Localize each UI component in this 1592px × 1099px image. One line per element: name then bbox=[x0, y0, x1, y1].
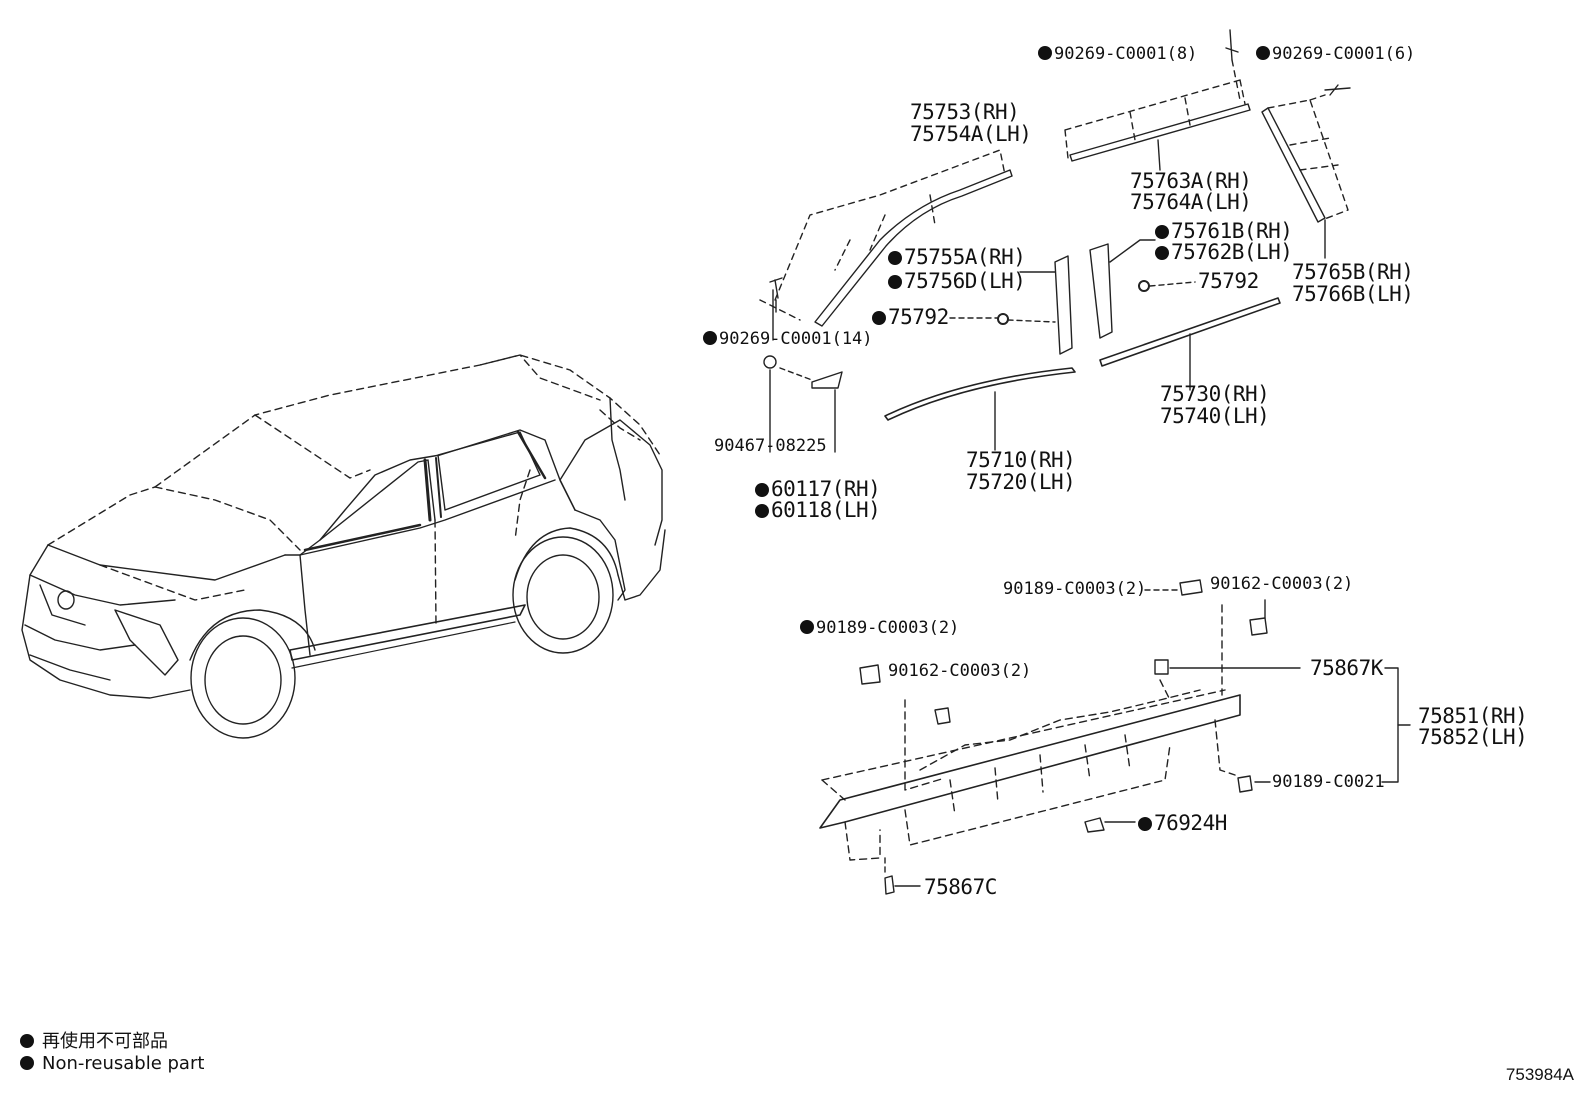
label-75792-right: 75792 bbox=[1198, 269, 1259, 293]
rear-pillar-molding bbox=[1261, 84, 1351, 259]
label-text: 90269-C0001(14) bbox=[719, 329, 873, 349]
label-text: 90269-C0001(6) bbox=[1272, 44, 1416, 64]
non-reusable-dot-icon bbox=[1155, 246, 1169, 260]
door-belt-moldings bbox=[884, 297, 1281, 451]
non-reusable-dot-icon bbox=[1138, 817, 1152, 831]
pillar-garnishes bbox=[949, 239, 1196, 355]
label-90467-08225: 90467-08225 bbox=[714, 436, 827, 456]
non-reusable-dot-icon bbox=[872, 311, 886, 325]
roof-drip-molding bbox=[759, 149, 1013, 341]
non-reusable-dot-icon bbox=[755, 504, 769, 518]
label-75867c: 75867C bbox=[924, 875, 997, 899]
label-75765b-rh: 75765B(RH) bbox=[1292, 260, 1414, 284]
label-75764a-lh: 75764A(LH) bbox=[1130, 190, 1252, 214]
figure-id: 753984A bbox=[1505, 1065, 1574, 1084]
label-90269-c0001-8: 90269-C0001(8) bbox=[1038, 44, 1197, 64]
label-90162-c0003-top: 90162-C0003(2) bbox=[1210, 574, 1354, 594]
non-reusable-dot-icon bbox=[800, 620, 814, 634]
label-text: 75756D(LH) bbox=[904, 269, 1026, 293]
non-reusable-dot-icon bbox=[1038, 46, 1052, 60]
label-90269-c0001-14: 90269-C0001(14) bbox=[703, 329, 873, 349]
non-reusable-dot-icon bbox=[755, 483, 769, 497]
label-75851-rh: 75851(RH) bbox=[1418, 704, 1528, 728]
label-75766b-lh: 75766B(LH) bbox=[1292, 282, 1414, 306]
label-75761b-rh: 75761B(RH) bbox=[1155, 219, 1293, 243]
non-reusable-dot-icon bbox=[703, 331, 717, 345]
label-75762b-lh: 75762B(LH) bbox=[1155, 240, 1293, 264]
legend-text-japanese: 再使用不可部品 bbox=[42, 1031, 168, 1052]
non-reusable-dot-icon bbox=[888, 251, 902, 265]
label-75740-lh: 75740(LH) bbox=[1160, 404, 1270, 428]
label-90189-c0003-left: 90189-C0003(2) bbox=[800, 618, 959, 638]
label-60118-lh: 60118(LH) bbox=[755, 498, 881, 522]
label-75867k: 75867K bbox=[1310, 656, 1383, 680]
label-75755a-rh: 75755A(RH) bbox=[888, 245, 1026, 269]
legend-japanese: 再使用不可部品 bbox=[20, 1027, 168, 1053]
label-75852-lh: 75852(LH) bbox=[1418, 725, 1528, 749]
label-text: 75761B(RH) bbox=[1171, 219, 1293, 243]
rocker-panel-molding bbox=[819, 579, 1411, 895]
label-75720-lh: 75720(LH) bbox=[966, 470, 1076, 494]
label-text: 76924H bbox=[1154, 811, 1227, 835]
label-text: 75762B(LH) bbox=[1171, 240, 1293, 264]
label-75730-rh: 75730(RH) bbox=[1160, 382, 1270, 406]
legend-english: Non-reusable part bbox=[20, 1053, 204, 1074]
legend-text-english: Non-reusable part bbox=[42, 1053, 205, 1074]
label-text: 60117(RH) bbox=[771, 477, 881, 501]
non-reusable-dot-icon bbox=[1256, 46, 1270, 60]
label-text: 75755A(RH) bbox=[904, 245, 1026, 269]
vehicle-outline bbox=[21, 354, 666, 739]
label-75754a-lh: 75754A(LH) bbox=[910, 122, 1032, 146]
non-reusable-dot-icon bbox=[888, 275, 902, 289]
label-90189-c0003-top: 90189-C0003(2) bbox=[1003, 579, 1147, 599]
non-reusable-dot-icon bbox=[1155, 225, 1169, 239]
label-90189-c0021: 90189-C0021 bbox=[1272, 772, 1385, 792]
non-reusable-dot-icon bbox=[20, 1056, 34, 1070]
non-reusable-dot-icon bbox=[20, 1034, 34, 1048]
upper-belt-molding bbox=[1064, 29, 1251, 171]
label-75756d-lh: 75756D(LH) bbox=[888, 269, 1026, 293]
label-90162-c0003-left: 90162-C0003(2) bbox=[888, 661, 1032, 681]
label-60117-rh: 60117(RH) bbox=[755, 477, 881, 501]
label-76924h: 76924H bbox=[1138, 812, 1227, 834]
label-75763a-rh: 75763A(RH) bbox=[1130, 169, 1252, 193]
label-text: 90189-C0003(2) bbox=[816, 618, 960, 638]
label-text: 60118(LH) bbox=[771, 498, 881, 522]
label-75753-rh: 75753(RH) bbox=[910, 100, 1020, 124]
roof-pad-and-clip bbox=[763, 355, 843, 453]
label-75710-rh: 75710(RH) bbox=[966, 448, 1076, 472]
label-90269-c0001-6: 90269-C0001(6) bbox=[1256, 44, 1415, 64]
label-text: 90269-C0001(8) bbox=[1054, 44, 1198, 64]
label-text: 75792 bbox=[888, 305, 949, 329]
label-75792-left: 75792 bbox=[872, 306, 949, 328]
